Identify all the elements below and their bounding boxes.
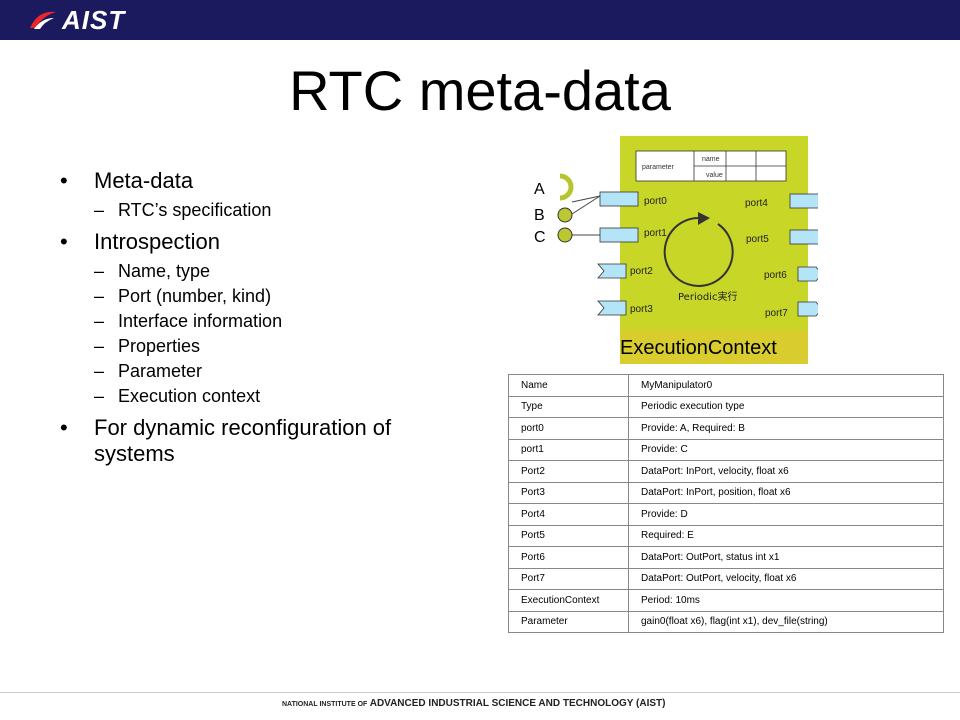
execution-context-label: ExecutionContext	[620, 337, 777, 359]
letter-b: B	[534, 207, 545, 224]
port4-box	[789, 193, 818, 209]
port7-label: port7	[765, 308, 788, 319]
slide-title: RTC meta-data	[289, 59, 671, 122]
footer-divider	[0, 692, 960, 693]
sub-bullet: –RTC’s specification	[94, 200, 272, 220]
sub-bullet: –Parameter	[94, 361, 203, 381]
parameter-table: parameter name value	[635, 150, 787, 182]
param-label: parameter	[642, 164, 675, 171]
port1-label: port1	[644, 228, 667, 239]
sub-bullet: –Interface information	[94, 311, 283, 331]
provided-interface-b-icon	[557, 207, 573, 223]
port3-inport-icon	[597, 300, 627, 316]
periodic-label: Periodic実行	[678, 290, 737, 303]
param-name: name	[702, 156, 720, 163]
periodic-loop-icon	[663, 216, 734, 287]
footer-text: NATIONAL INSTITUTE OF ADVANCED INDUSTRIA…	[282, 698, 666, 709]
provided-interface-c-icon	[557, 227, 573, 243]
port5-label: port5	[746, 234, 769, 245]
port6-label: port6	[764, 270, 787, 281]
port5-box	[789, 229, 818, 245]
port0-label: port0	[644, 196, 667, 207]
param-value: value	[706, 172, 723, 179]
sub-bullet: –Port (number, kind)	[94, 286, 272, 306]
aist-logo: AIST	[28, 4, 125, 36]
logo-text: AIST	[62, 4, 126, 35]
sub-bullet: –Execution context	[94, 386, 261, 406]
port7-outport-icon	[797, 301, 818, 317]
letter-a: A	[534, 181, 545, 198]
bullet-introspection: •Introspection	[60, 229, 220, 254]
rtc-component-diagram: parameter name value A B C D E port0 por…	[534, 136, 818, 364]
aist-swoosh-icon	[30, 11, 56, 29]
bullet-list: •Meta-data –RTC’s specification •Introsp…	[60, 168, 440, 471]
port2-label: port2	[630, 266, 653, 277]
port0-box	[599, 191, 639, 207]
bullet-dynamic-reconfig: •For dynamic reconfiguration of systems	[60, 415, 392, 466]
required-interface-a-icon	[559, 173, 574, 201]
port6-outport-icon	[797, 266, 818, 282]
loop-arrowhead-icon	[698, 212, 710, 225]
port1-box	[599, 227, 639, 243]
port4-label: port4	[745, 198, 768, 209]
sub-bullet: –Name, type	[94, 261, 211, 281]
letter-c: C	[534, 229, 546, 246]
header-bar: AIST	[0, 0, 960, 40]
bullet-meta-data: •Meta-data	[60, 168, 194, 193]
sub-bullet: –Properties	[94, 336, 201, 356]
port3-label: port3	[630, 304, 653, 315]
port2-inport-icon	[597, 263, 627, 279]
